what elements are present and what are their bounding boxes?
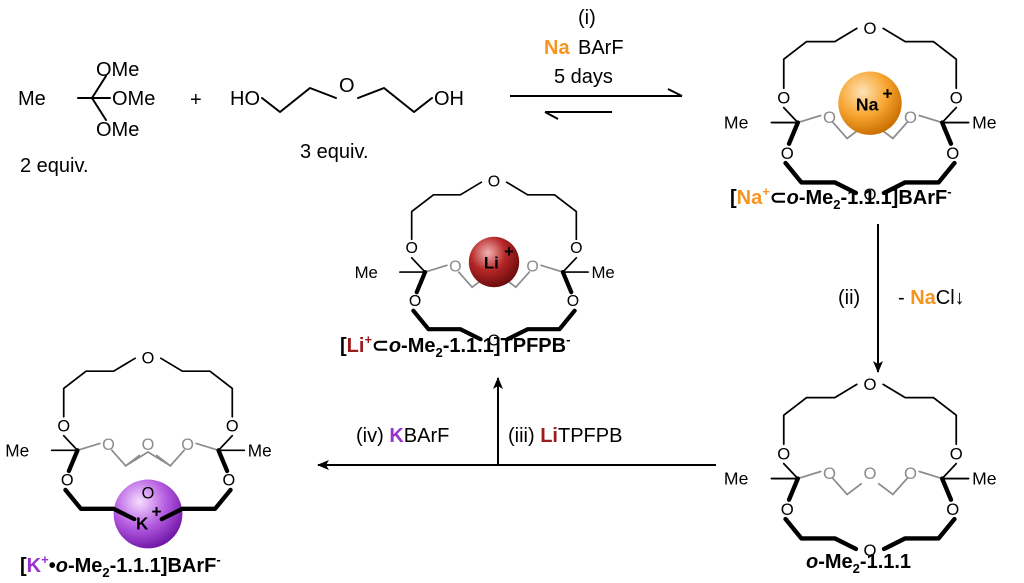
lithium-ion-label: Li xyxy=(484,254,499,273)
orthoester-ome-top: OMe xyxy=(96,59,139,81)
cage-oxygen: O xyxy=(950,88,963,107)
step-iii-iv-arrows: (iii) LiTPFPB (iv) KBArF xyxy=(317,377,716,470)
cage-methyl-left: Me xyxy=(5,440,29,460)
cage-methyl-right: Me xyxy=(248,440,272,460)
cage-oxygen: O xyxy=(142,349,155,367)
step-ii-number: (ii) xyxy=(838,287,860,309)
cage-oxygen: O xyxy=(823,108,836,127)
k-complex-label: [K+•o-Me2-1.1.1]BArF- xyxy=(20,552,221,580)
step-i-number: (i) xyxy=(578,7,596,29)
free-cage: O O O O O O O O O Me Me xyxy=(724,375,997,560)
free-cage-label: o-Me2-1.1.1 xyxy=(806,551,911,576)
sodium-ion-sphere xyxy=(838,71,902,135)
cage-oxygen: O xyxy=(864,541,877,560)
step-iv-text: (iv) KBArF xyxy=(356,425,449,447)
li-complex-label: [Li+⊂o-Me2-1.1.1]TPFPB- xyxy=(340,332,570,360)
cage-oxygen: O xyxy=(823,464,836,483)
cage-oxygen: O xyxy=(226,417,239,435)
cage-oxygen: O xyxy=(405,240,417,257)
step-i-time: 5 days xyxy=(554,66,613,88)
cage-oxygen: O xyxy=(488,174,500,191)
plus-sign: + xyxy=(190,89,202,111)
cage-oxygen: O xyxy=(570,240,582,257)
potassium-ion-charge: + xyxy=(151,501,161,521)
orthoester-reagent: Me OMe OMe OMe 2 equiv. xyxy=(18,59,155,177)
diol-ho: HO xyxy=(230,88,260,110)
cage-methyl-right: Me xyxy=(591,263,614,282)
sodium-ion-charge: + xyxy=(882,84,892,104)
cage-oxygen: O xyxy=(409,293,421,310)
cage-oxygen: O xyxy=(488,332,500,349)
k-cage-complex: O O O O O O O O O K + Me Me xyxy=(5,349,272,549)
step-ii-arrow: (ii) - NaCl↓ xyxy=(838,224,965,373)
cage-oxygen: O xyxy=(904,108,917,127)
cage-methyl-left: Me xyxy=(724,469,748,489)
step-ii-text: - NaCl↓ xyxy=(898,287,965,309)
cage-oxygen: O xyxy=(142,484,155,502)
cage-oxygen: O xyxy=(781,144,794,163)
diethylene-glycol-reagent: HO O OH 3 equiv. xyxy=(230,75,464,163)
step-i-reagent-metal: Na xyxy=(544,37,570,59)
diol-equiv: 3 equiv. xyxy=(300,141,369,163)
orthoester-equiv: 2 equiv. xyxy=(20,155,89,177)
lithium-ion-sphere xyxy=(468,236,520,288)
cage-oxygen: O xyxy=(61,471,74,489)
orthoester-ome-bottom: OMe xyxy=(96,119,139,141)
cage-methyl-left: Me xyxy=(724,113,748,133)
orthoester-ome-right: OMe xyxy=(112,88,155,110)
cage-oxygen: O xyxy=(864,375,877,394)
potassium-ion-label: K xyxy=(136,513,149,533)
cage-oxygen: O xyxy=(449,259,461,276)
cage-oxygen: O xyxy=(142,436,155,454)
cage-oxygen: O xyxy=(526,259,538,276)
cage-oxygen: O xyxy=(864,19,877,38)
cage-oxygen: O xyxy=(222,471,235,489)
diol-oh: OH xyxy=(434,88,464,110)
cage-oxygen: O xyxy=(904,464,917,483)
cage-oxygen: O xyxy=(777,444,790,463)
cage-oxygen: O xyxy=(864,464,877,483)
step-i-arrow: (i) Na BArF 5 days xyxy=(510,7,683,120)
cage-oxygen: O xyxy=(102,436,115,454)
cage-oxygen: O xyxy=(57,417,70,435)
na-cage-complex: O O O O O O O O Na + Me Me xyxy=(724,19,997,204)
cage-oxygen: O xyxy=(781,500,794,519)
li-cage-complex: O O O O O O O O Li + Me Me xyxy=(355,174,615,350)
cage-oxygen: O xyxy=(181,436,194,454)
step-iii-text: (iii) LiTPFPB xyxy=(508,425,622,447)
potassium-ion-sphere xyxy=(113,479,183,549)
sodium-ion-label: Na xyxy=(856,94,879,114)
cage-oxygen: O xyxy=(777,88,790,107)
cage-methyl-right: Me xyxy=(972,469,996,489)
cage-methyl-right: Me xyxy=(972,113,996,133)
orthoester-me: Me xyxy=(18,88,46,110)
na-complex-label: [Na+⊂o-Me2-1.1.1]BArF- xyxy=(730,184,952,212)
diol-ether-o: O xyxy=(339,75,355,97)
cage-oxygen: O xyxy=(946,500,959,519)
step-i-reagent: BArF xyxy=(578,37,624,59)
cage-methyl-left: Me xyxy=(355,263,378,282)
cage-oxygen: O xyxy=(946,144,959,163)
cage-oxygen: O xyxy=(864,185,877,204)
lithium-ion-charge: + xyxy=(504,242,514,261)
cage-oxygen: O xyxy=(567,293,579,310)
cage-oxygen: O xyxy=(950,444,963,463)
